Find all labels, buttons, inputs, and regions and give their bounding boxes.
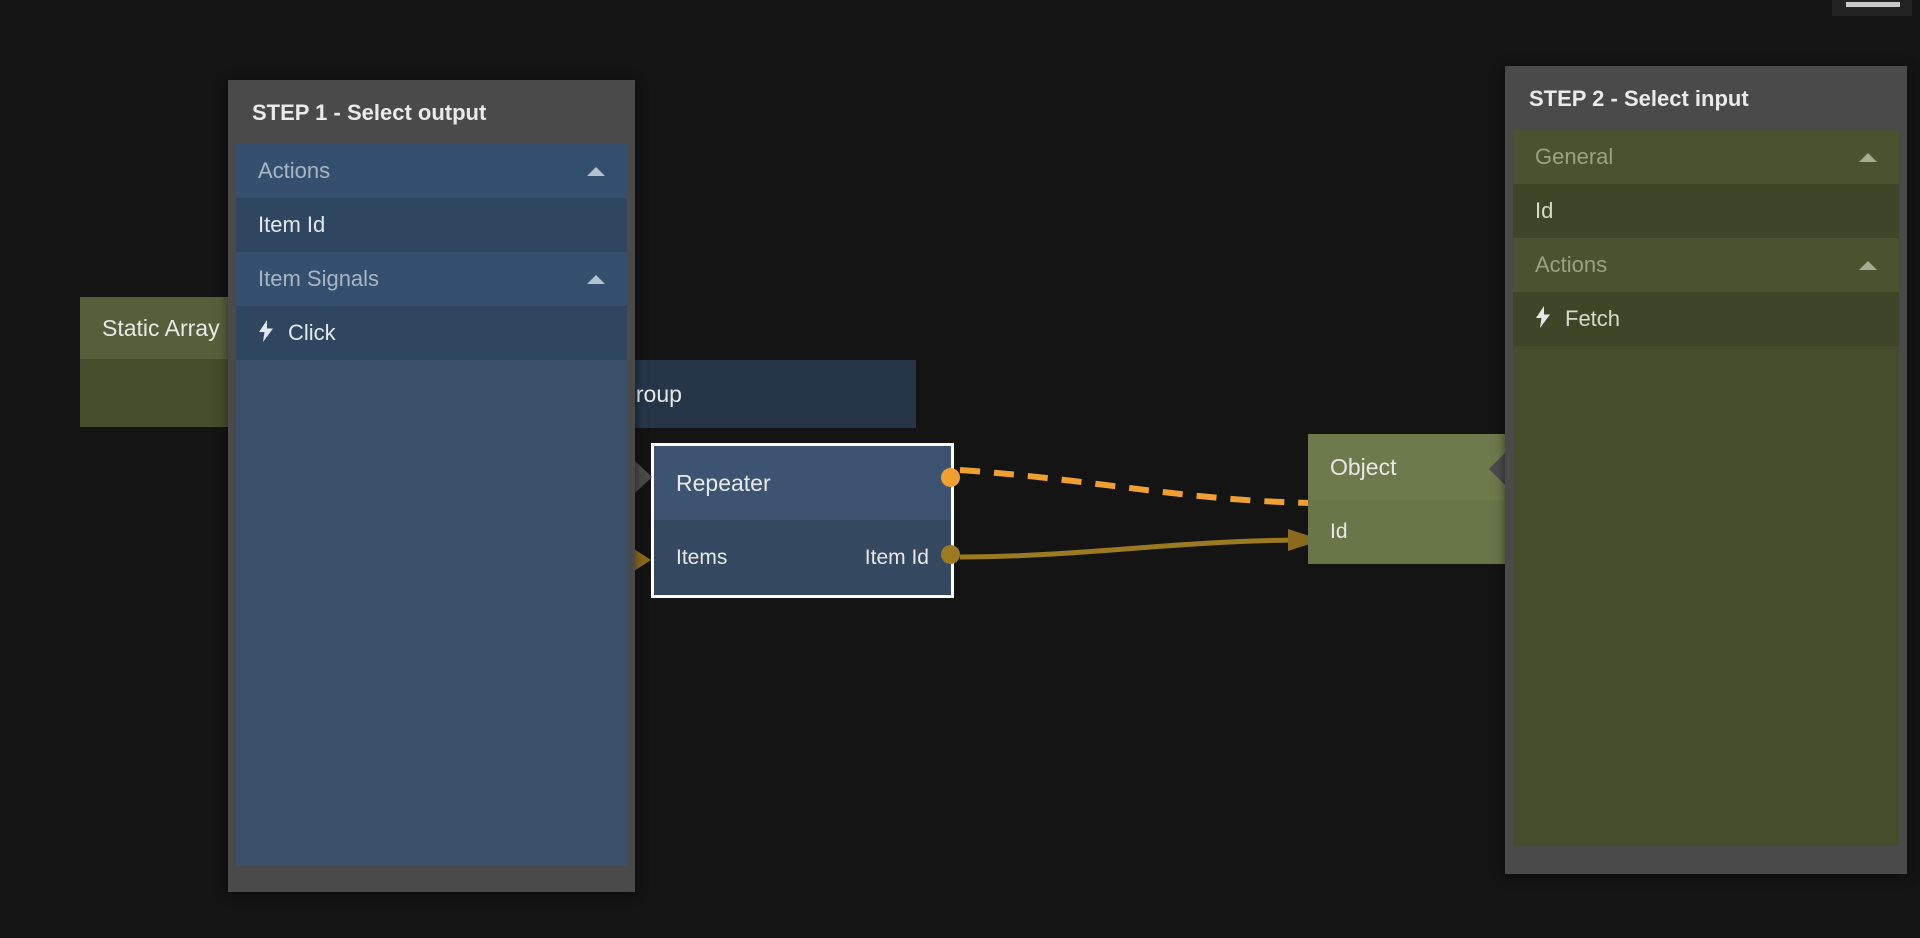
node-static-array-header: Static Array [80, 297, 252, 359]
node-group[interactable]: Group [596, 360, 916, 428]
node-object-input-label: Id [1330, 520, 1348, 543]
node-repeater[interactable]: Repeater Items Item Id [634, 443, 960, 598]
chevron-up-icon[interactable] [1859, 260, 1877, 270]
node-repeater-items-input-port[interactable] [634, 549, 651, 571]
group-actions[interactable]: Actions [236, 144, 627, 198]
lightning-bolt-icon [1535, 306, 1551, 332]
node-repeater-itemid-output-port[interactable] [941, 545, 960, 564]
item-id-label: Item Id [258, 212, 326, 237]
node-repeater-input-label: Items [676, 545, 728, 569]
group-item-signals[interactable]: Item Signals [236, 252, 627, 306]
scrollbar-nub-bar [1846, 2, 1900, 7]
node-object-title: Object [1330, 453, 1397, 480]
node-repeater-output-label: Item Id [864, 545, 929, 569]
group-general[interactable]: General [1513, 130, 1899, 184]
group-general-label: General [1535, 144, 1614, 169]
node-static-array-title: Static Array [102, 314, 220, 341]
group-actions[interactable]: Actions [1513, 238, 1899, 292]
node-group-header: Group [596, 360, 916, 428]
node-repeater-signal-output-port[interactable] [941, 468, 960, 487]
node-static-array[interactable]: Static Array [80, 297, 252, 427]
node-object-body: Id [1308, 500, 1505, 564]
chevron-up-icon[interactable] [587, 166, 605, 176]
wire-value [959, 537, 1309, 560]
input-id[interactable]: Id [1513, 184, 1899, 238]
signal-click-label: Click [288, 320, 336, 345]
step1-title: STEP 1 - Select output [252, 100, 487, 125]
node-repeater-collapse-arrow[interactable] [634, 460, 652, 494]
node-repeater-port-row: Items Item Id [654, 520, 951, 595]
group-item-signals-label: Item Signals [258, 266, 380, 291]
step2-title: STEP 2 - Select input [1529, 86, 1749, 111]
signal-click[interactable]: Click [236, 306, 627, 360]
node-repeater-body: Items Item Id [654, 520, 951, 595]
group-actions-label: Actions [258, 158, 331, 183]
node-repeater-title: Repeater [676, 469, 771, 496]
item-id[interactable]: Item Id [236, 198, 627, 252]
lightning-bolt-icon [258, 320, 274, 346]
action-fetch-label: Fetch [1565, 306, 1621, 331]
chevron-up-icon[interactable] [587, 274, 605, 284]
node-object-port-row: Id [1308, 500, 1505, 564]
node-object-collapse-arrow[interactable] [1489, 452, 1506, 486]
chevron-up-icon[interactable] [1859, 152, 1877, 162]
input-id-label: Id [1535, 198, 1554, 223]
wire-signal [959, 467, 1311, 506]
node-object-header: Object [1308, 434, 1505, 500]
scrollbar-nub[interactable] [1832, 0, 1912, 16]
action-fetch[interactable]: Fetch [1513, 292, 1899, 346]
group-actions-label: Actions [1535, 252, 1608, 277]
node-object[interactable]: Object Id [1308, 434, 1506, 564]
node-repeater-header: Repeater [654, 446, 951, 520]
node-static-array-body [80, 359, 252, 427]
